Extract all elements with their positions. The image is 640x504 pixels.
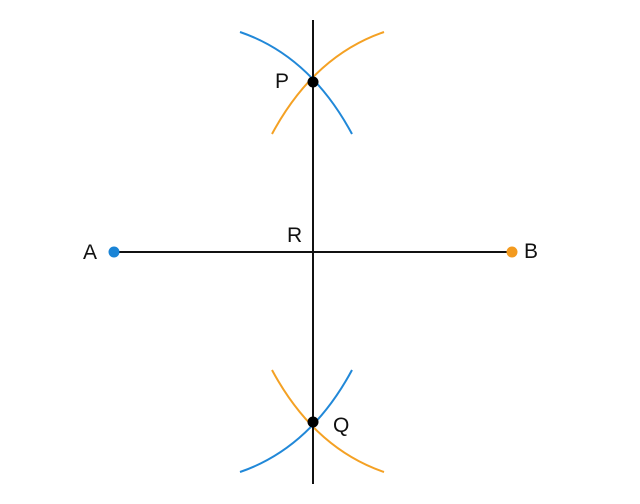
point-b xyxy=(506,246,518,258)
point-a xyxy=(108,246,120,258)
arc-from-a-lower xyxy=(239,369,353,473)
label-r: R xyxy=(287,224,302,247)
label-q: Q xyxy=(333,414,349,437)
arc-from-a-upper xyxy=(239,31,353,135)
arc-from-b-upper xyxy=(271,31,385,135)
label-p: P xyxy=(275,70,289,93)
point-p xyxy=(307,76,319,88)
arc-from-b-lower xyxy=(271,369,385,473)
label-b: B xyxy=(524,240,538,263)
label-a: A xyxy=(83,241,97,264)
point-q xyxy=(307,416,319,428)
